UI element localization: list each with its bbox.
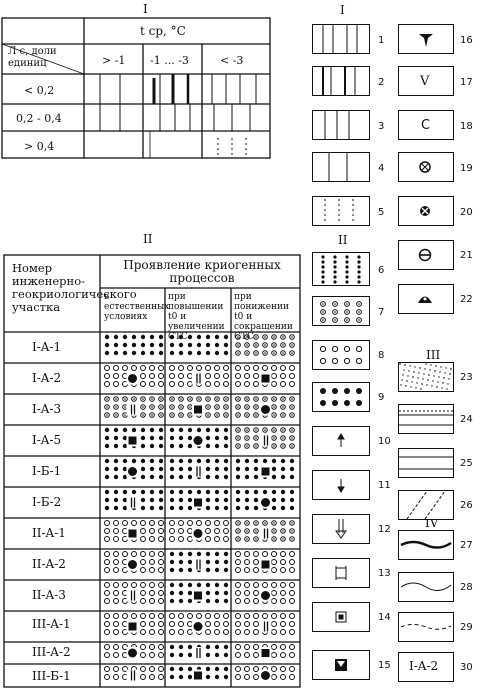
legend-swatch-16 bbox=[398, 24, 454, 54]
legend-number-8: 8 bbox=[378, 350, 385, 361]
table-1-title: I bbox=[143, 2, 148, 16]
legend-number-29: 29 bbox=[460, 622, 473, 633]
legend-symbol-18: C bbox=[421, 118, 431, 133]
legend-swatch-1 bbox=[312, 24, 370, 54]
table-2-row-label: I-A-5 bbox=[32, 433, 62, 447]
legend-swatch-22 bbox=[398, 284, 454, 314]
table-1-col-range-2: -1 ... -3 bbox=[150, 54, 189, 67]
table-1-col-range-3: < -3 bbox=[220, 54, 244, 67]
legend-section-2-title: II bbox=[338, 233, 348, 247]
legend-number-19: 19 bbox=[460, 163, 473, 174]
table-1-row-range-1: < 0,2 bbox=[24, 84, 55, 97]
table-2-row-label: II-A-3 bbox=[32, 588, 66, 602]
legend-number-7: 7 bbox=[378, 307, 385, 318]
table-2-row-label: III-A-1 bbox=[32, 617, 71, 631]
legend-number-17: 17 bbox=[460, 77, 473, 88]
table-2-subheader-natural: в естественных условиях bbox=[104, 292, 170, 322]
legend-swatch-21 bbox=[398, 240, 454, 270]
table-2-subheader-cooling: при понижении t0 и сокращении СТС bbox=[234, 292, 293, 342]
legend-swatch-5 bbox=[312, 196, 370, 226]
legend-number-21: 21 bbox=[460, 250, 473, 261]
legend-number-3: 3 bbox=[378, 121, 385, 132]
legend-number-22: 22 bbox=[460, 294, 473, 305]
table-2-row-label: I-A-2 bbox=[32, 371, 62, 385]
table-2-subheader-warming: при повышении t0 и увеличении СТС bbox=[168, 292, 225, 342]
legend-number-10: 10 bbox=[378, 436, 391, 447]
legend-swatch-15 bbox=[312, 650, 370, 680]
table-2-row-label: III-Б-1 bbox=[32, 669, 71, 683]
legend-number-12: 12 bbox=[378, 524, 391, 535]
legend-number-20: 20 bbox=[460, 207, 473, 218]
table-2-pattern-cells bbox=[104, 334, 295, 682]
legend-swatch-17: V bbox=[398, 66, 454, 96]
legend-swatch-27 bbox=[398, 530, 454, 560]
legend-number-27: 27 bbox=[460, 540, 473, 551]
legend-swatch-13 bbox=[312, 558, 370, 588]
legend-number-6: 6 bbox=[378, 265, 385, 276]
table-1-row-range-3: > 0,4 bbox=[24, 140, 55, 153]
legend-number-28: 28 bbox=[460, 582, 473, 593]
legend-swatch-19 bbox=[398, 152, 454, 182]
table-2-row-label: II-A-1 bbox=[32, 526, 66, 540]
legend-swatch-24 bbox=[398, 404, 454, 434]
legend-number-14: 14 bbox=[378, 612, 391, 623]
legend-number-25: 25 bbox=[460, 458, 473, 469]
legend-number-16: 16 bbox=[460, 35, 473, 46]
legend-swatch-14 bbox=[312, 602, 370, 632]
legend-swatch-26 bbox=[398, 490, 454, 520]
table-2-row-label: III-A-2 bbox=[32, 645, 71, 659]
legend-number-1: 1 bbox=[378, 35, 385, 46]
legend-swatch-2 bbox=[312, 66, 370, 96]
legend-number-26: 26 bbox=[460, 500, 473, 511]
legend-swatch-7 bbox=[312, 296, 370, 326]
legend-swatch-25 bbox=[398, 448, 454, 478]
table-2-grid bbox=[3, 254, 301, 688]
legend-swatch-11 bbox=[312, 470, 370, 500]
table-1-row-range-2: 0,2 - 0,4 bbox=[16, 112, 62, 125]
legend-swatch-30: I-A-2 bbox=[398, 652, 454, 682]
legend-number-4: 4 bbox=[378, 163, 385, 174]
legend-number-13: 13 bbox=[378, 568, 391, 579]
legend-swatch-3 bbox=[312, 110, 370, 140]
table-1-col-range-1: > -1 bbox=[102, 54, 126, 67]
legend-number-24: 24 bbox=[460, 414, 473, 425]
legend-number-9: 9 bbox=[378, 392, 385, 403]
legend-swatch-12 bbox=[312, 514, 370, 544]
table-1-row-header: Л c, доли единиц bbox=[8, 46, 57, 69]
legend-symbol-17: V bbox=[420, 74, 430, 89]
table-2-row-label: I-A-3 bbox=[32, 402, 62, 416]
legend-number-5: 5 bbox=[378, 207, 385, 218]
table-1-param-header: t cp, °C bbox=[140, 24, 186, 38]
table-2-title: II bbox=[143, 232, 153, 246]
legend-swatch-29 bbox=[398, 612, 454, 642]
legend-swatch-28 bbox=[398, 572, 454, 602]
legend-number-30: 30 bbox=[460, 662, 473, 673]
legend-swatch-23 bbox=[398, 362, 454, 392]
legend-swatch-9 bbox=[312, 382, 370, 412]
legend-number-11: 11 bbox=[378, 480, 391, 491]
legend-swatch-6 bbox=[312, 252, 370, 286]
legend-number-2: 2 bbox=[378, 77, 385, 88]
legend-swatch-10 bbox=[312, 426, 370, 456]
legend-swatch-20 bbox=[398, 196, 454, 226]
table-2-row-label: I-A-1 bbox=[32, 340, 62, 354]
table-1-grid bbox=[1, 17, 271, 159]
table-2-row-label: II-A-2 bbox=[32, 557, 66, 571]
legend-swatch-8 bbox=[312, 340, 370, 370]
legend-section-3-title: III bbox=[426, 348, 441, 362]
legend-section-1-title: I bbox=[340, 3, 345, 17]
table-2-group-header: Проявление криогенных процессов bbox=[123, 258, 281, 285]
legend-number-23: 23 bbox=[460, 372, 473, 383]
legend-number-18: 18 bbox=[460, 121, 473, 132]
legend-number-15: 15 bbox=[378, 660, 391, 671]
legend-swatch-4 bbox=[312, 152, 370, 182]
legend-swatch-18: C bbox=[398, 110, 454, 140]
legend-label-30: I-A-2 bbox=[409, 659, 439, 673]
table-2-row-label: I-Б-2 bbox=[32, 495, 62, 509]
table-2-row-label: I-Б-1 bbox=[32, 464, 62, 478]
